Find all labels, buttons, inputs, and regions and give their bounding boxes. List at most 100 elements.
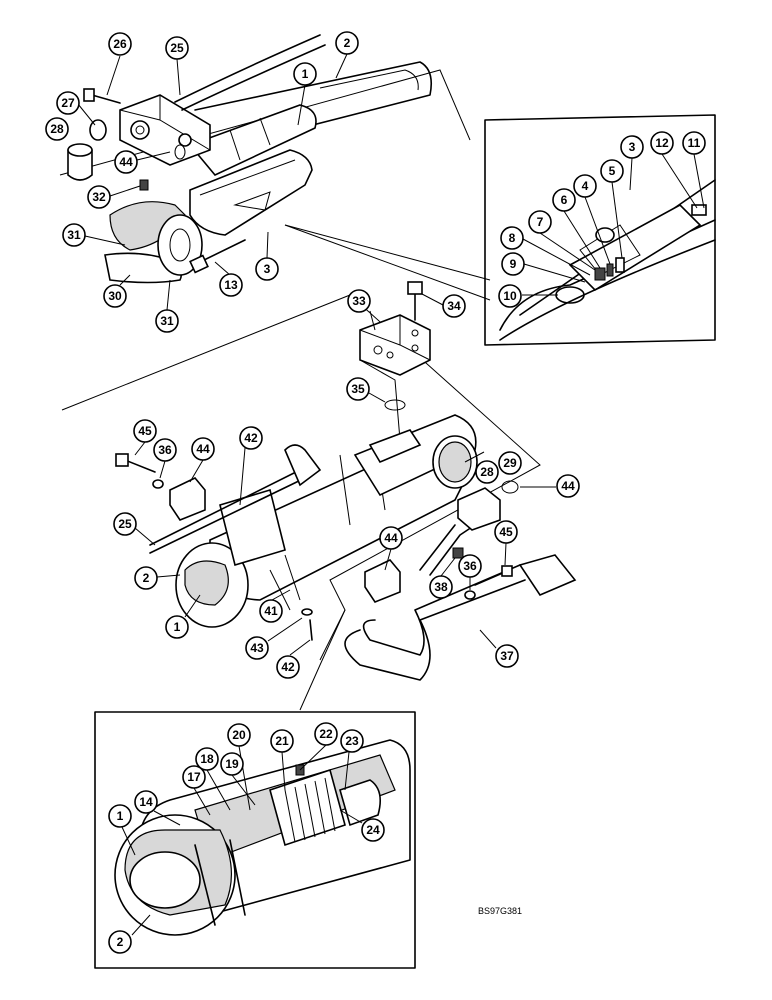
svg-text:4: 4 — [582, 179, 589, 193]
svg-text:20: 20 — [232, 728, 246, 742]
inset-detail-gland — [94, 711, 416, 969]
rod-end-assembly — [59, 34, 491, 301]
svg-text:37: 37 — [500, 649, 514, 663]
svg-text:18: 18 — [200, 752, 214, 766]
svg-text:11: 11 — [688, 136, 701, 150]
svg-text:36: 36 — [158, 443, 172, 457]
svg-text:17: 17 — [187, 770, 201, 784]
callout-2: 2 — [335, 31, 359, 55]
callout-7: 7 — [528, 210, 552, 234]
svg-text:45: 45 — [499, 525, 513, 539]
callout-34: 34 — [442, 294, 466, 318]
svg-text:41: 41 — [264, 604, 278, 618]
svg-text:42: 42 — [244, 431, 258, 445]
callout-43: 43 — [245, 636, 269, 660]
callout-16: 17 — [182, 765, 206, 789]
svg-text:35: 35 — [351, 382, 365, 396]
svg-text:31: 31 — [67, 228, 81, 242]
svg-text:44: 44 — [196, 442, 210, 456]
svg-text:26: 26 — [113, 37, 127, 51]
svg-text:44: 44 — [561, 479, 575, 493]
callout-21: 22 — [314, 722, 338, 746]
callout-22: 23 — [340, 729, 364, 753]
inset-detail-piston — [484, 114, 716, 346]
callout-38: 38 — [429, 575, 453, 599]
svg-text:34: 34 — [447, 299, 461, 313]
callout-18: 19 — [220, 752, 244, 776]
svg-text:38: 38 — [434, 580, 448, 594]
callout-32: 32 — [87, 185, 111, 209]
callout-31-left: 31 — [62, 223, 86, 247]
callout-17: 18 — [195, 747, 219, 771]
svg-text:32: 32 — [92, 190, 106, 204]
svg-text:29: 29 — [503, 456, 517, 470]
svg-text:2: 2 — [117, 935, 124, 949]
svg-text:25: 25 — [170, 41, 184, 55]
callout-41: 41 — [259, 599, 283, 623]
callout-3-top: 3 — [255, 257, 279, 281]
callout-36-right: 36 — [458, 554, 482, 578]
callout-28: 28 — [475, 460, 499, 484]
svg-text:14: 14 — [139, 795, 153, 809]
svg-text:43: 43 — [250, 641, 264, 655]
svg-text:1: 1 — [174, 620, 181, 634]
callout-24-mid: 25 — [113, 512, 137, 536]
callout-9: 9 — [501, 252, 525, 276]
callout-33: 33 — [347, 289, 371, 313]
callout-23: 24 — [361, 818, 385, 842]
svg-text:12: 12 — [655, 136, 669, 150]
drawing-code: BS97G381 — [478, 906, 522, 916]
svg-text:45: 45 — [138, 424, 152, 438]
callout-6: 6 — [552, 188, 576, 212]
svg-text:31: 31 — [160, 314, 174, 328]
svg-text:36: 36 — [463, 559, 477, 573]
svg-text:3: 3 — [264, 262, 271, 276]
svg-text:23: 23 — [345, 734, 359, 748]
callout-36-left: 36 — [153, 438, 177, 462]
svg-text:21: 21 — [275, 734, 289, 748]
callout-44-left: 44 — [191, 437, 215, 461]
callout-11: 11 — [682, 131, 706, 155]
callout-26: 28 — [45, 117, 69, 141]
callout-2-mid: 2 — [134, 566, 158, 590]
callout-45-left: 45 — [133, 419, 157, 443]
callout-8: 8 — [500, 226, 524, 250]
svg-text:19: 19 — [225, 757, 239, 771]
callout-2-bottom: 2 — [108, 930, 132, 954]
svg-text:42: 42 — [281, 660, 295, 674]
callout-1-bottom: 1 — [108, 804, 132, 828]
callout-12: 12 — [650, 131, 674, 155]
callout-1-mid: 1 — [165, 615, 189, 639]
svg-text:33: 33 — [352, 294, 366, 308]
callout-14: 14 — [134, 790, 158, 814]
cylinder-main-assembly — [61, 281, 577, 711]
callout-29: 29 — [498, 451, 522, 475]
svg-text:3: 3 — [629, 140, 636, 154]
svg-text:28: 28 — [50, 122, 64, 136]
svg-text:44: 44 — [119, 155, 133, 169]
callout-39-top: 44 — [114, 150, 138, 174]
svg-text:1: 1 — [117, 809, 124, 823]
callout-13: 13 — [219, 273, 243, 297]
svg-text:13: 13 — [224, 278, 238, 292]
svg-text:24: 24 — [366, 823, 380, 837]
svg-text:10: 10 — [503, 289, 517, 303]
svg-text:44: 44 — [384, 531, 398, 545]
svg-text:25: 25 — [118, 517, 132, 531]
callout-19: 20 — [227, 723, 251, 747]
callout-45-right: 45 — [494, 520, 518, 544]
callout-39-mid: 44 — [556, 474, 580, 498]
callout-42: 42 — [276, 655, 300, 679]
callout-10: 10 — [498, 284, 522, 308]
svg-text:22: 22 — [319, 727, 333, 741]
callout-labels: 26 25 2 1 27 28 44 32 31 30 31 13 3 3 12… — [45, 31, 706, 954]
svg-text:2: 2 — [344, 36, 351, 50]
callout-5: 5 — [600, 159, 624, 183]
svg-text:1: 1 — [302, 67, 309, 81]
callout-44-right: 44 — [379, 526, 403, 550]
callout-27: 26 — [108, 32, 132, 56]
callout-3-inset: 3 — [620, 135, 644, 159]
callout-30: 30 — [103, 284, 127, 308]
callout-1: 1 — [293, 62, 317, 86]
